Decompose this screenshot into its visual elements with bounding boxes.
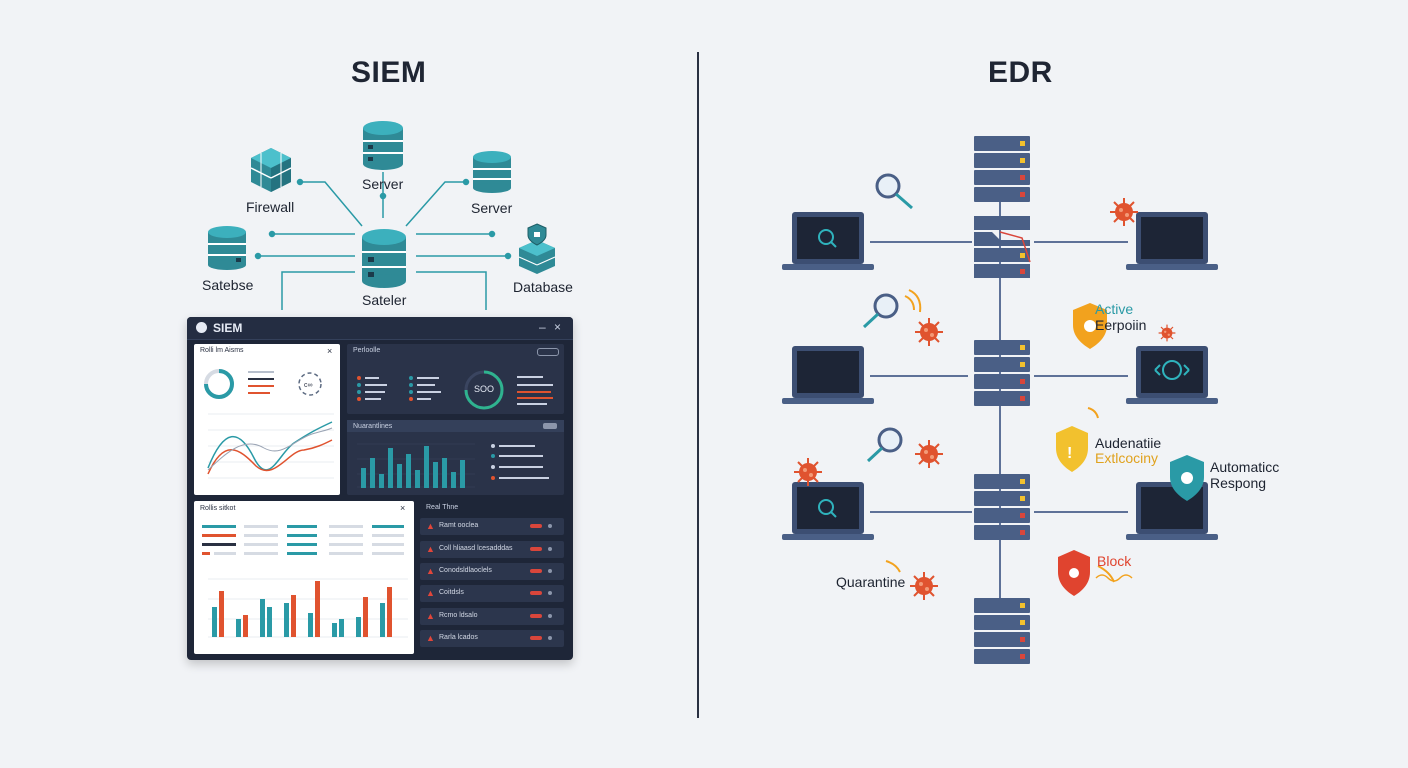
panel-stats: Rollis sitkot × bbox=[194, 501, 414, 654]
bar bbox=[433, 462, 438, 488]
grouped-bar-chart bbox=[202, 525, 408, 638]
warning-icon: ▲ bbox=[426, 588, 435, 598]
panel-performance-title: Perloolle bbox=[353, 347, 381, 354]
bar bbox=[442, 458, 447, 488]
warning-icon: ▲ bbox=[426, 566, 435, 576]
label-endpoint: Eerpoiin bbox=[1095, 317, 1147, 333]
warning-icon: ▲ bbox=[426, 544, 435, 554]
panel-quarantines-title: Nuarantlines bbox=[353, 423, 393, 430]
bar bbox=[397, 464, 402, 488]
svg-text:c∞: c∞ bbox=[304, 382, 313, 389]
dashboard-title: SIEM bbox=[213, 321, 243, 335]
bar bbox=[363, 597, 368, 637]
database-icon bbox=[363, 121, 403, 170]
label-automatic: Automaticc bbox=[1210, 459, 1280, 475]
panel-alerts-title: Rolli lm Aisms bbox=[200, 347, 244, 354]
label-quarantine: Quarantine bbox=[836, 574, 906, 590]
panel-stats-title: Rollis sitkot bbox=[200, 505, 236, 512]
siem-connectors bbox=[254, 172, 512, 310]
panel-realtime-title: Real Thne bbox=[426, 504, 459, 511]
bar bbox=[379, 474, 384, 488]
bar bbox=[415, 470, 420, 488]
svg-text:!: ! bbox=[1067, 445, 1072, 462]
bar bbox=[243, 615, 248, 637]
line-chart-panel: c∞ bbox=[204, 369, 334, 479]
bar bbox=[308, 613, 313, 637]
bar bbox=[387, 587, 392, 637]
alert-row[interactable]: ▲Rarla lcados bbox=[420, 630, 564, 647]
bar bbox=[388, 448, 393, 488]
bar bbox=[339, 619, 344, 637]
bar bbox=[460, 460, 465, 488]
node-label-server-top: Server bbox=[362, 176, 404, 192]
bar bbox=[236, 619, 241, 637]
warning-icon: ▲ bbox=[426, 611, 435, 621]
bar bbox=[356, 617, 361, 637]
gauge-value: SOO bbox=[474, 384, 495, 394]
bar bbox=[424, 446, 429, 488]
label-active: Active bbox=[1095, 301, 1134, 317]
center-divider bbox=[697, 52, 699, 718]
performance-widgets bbox=[357, 370, 553, 410]
bar bbox=[219, 591, 224, 637]
label-exploit: Extlcociny bbox=[1095, 450, 1159, 466]
bar bbox=[260, 599, 265, 637]
dashboard-titlebar: SIEM – × bbox=[187, 317, 573, 340]
bar bbox=[451, 472, 456, 488]
database-icon bbox=[208, 226, 246, 270]
alert-row[interactable]: ▲Ramt ooclea bbox=[420, 518, 564, 535]
label-automation: Audenatiie bbox=[1095, 435, 1162, 451]
central-database-icon bbox=[362, 229, 406, 288]
bar bbox=[332, 623, 337, 637]
bar bbox=[370, 458, 375, 488]
panel-realtime-header: Real Thne bbox=[420, 501, 564, 515]
bar bbox=[212, 607, 217, 637]
toggle-control[interactable] bbox=[537, 348, 559, 356]
bar bbox=[267, 607, 272, 637]
panel-close-button[interactable]: × bbox=[327, 346, 333, 356]
alert-row[interactable]: ▲Coll hliaasd lcesadddas bbox=[420, 541, 564, 558]
label-block: Block bbox=[1097, 553, 1132, 569]
panel-performance: Perloolle SOO bbox=[347, 344, 564, 414]
database-shield-icon bbox=[518, 223, 556, 274]
close-button[interactable]: × bbox=[554, 320, 562, 334]
minimize-button[interactable]: – bbox=[539, 320, 546, 334]
bar bbox=[284, 603, 289, 637]
panel-close-button[interactable]: × bbox=[400, 503, 406, 513]
database-icon bbox=[473, 151, 511, 193]
bar bbox=[361, 468, 366, 488]
node-label-satebse: Satebse bbox=[202, 277, 254, 293]
panel-quarantines: Nuarantlines bbox=[347, 420, 564, 495]
edr-network-diagram: ! bbox=[782, 136, 1218, 664]
warning-icon: ▲ bbox=[426, 633, 435, 643]
node-label-server-right: Server bbox=[471, 200, 513, 216]
shield-icon bbox=[196, 322, 207, 333]
warning-icon: ▲ bbox=[426, 521, 435, 531]
bar bbox=[315, 581, 320, 637]
bar-chart-panel bbox=[357, 443, 549, 488]
node-label-firewall: Firewall bbox=[246, 199, 295, 215]
alert-row[interactable]: ▲Conodsldlaoclels bbox=[420, 563, 564, 580]
edr-title: EDR bbox=[988, 56, 1053, 89]
panel-menu-button[interactable] bbox=[543, 423, 557, 429]
firewall-cube-icon bbox=[250, 148, 292, 192]
bar bbox=[380, 603, 385, 637]
bar bbox=[406, 454, 411, 488]
node-label-database: Database bbox=[513, 279, 573, 295]
panel-header bbox=[347, 420, 564, 432]
alert-row[interactable]: ▲Rcmo ldsalo bbox=[420, 608, 564, 625]
panel-alerts: Rolli lm Aisms × c∞ bbox=[194, 344, 340, 495]
siem-title: SIEM bbox=[351, 56, 427, 89]
bar bbox=[291, 595, 296, 637]
node-label-sateler: Sateler bbox=[362, 292, 407, 308]
alert-row[interactable]: ▲Coitdsls bbox=[420, 585, 564, 602]
label-response: Respong bbox=[1210, 475, 1267, 491]
